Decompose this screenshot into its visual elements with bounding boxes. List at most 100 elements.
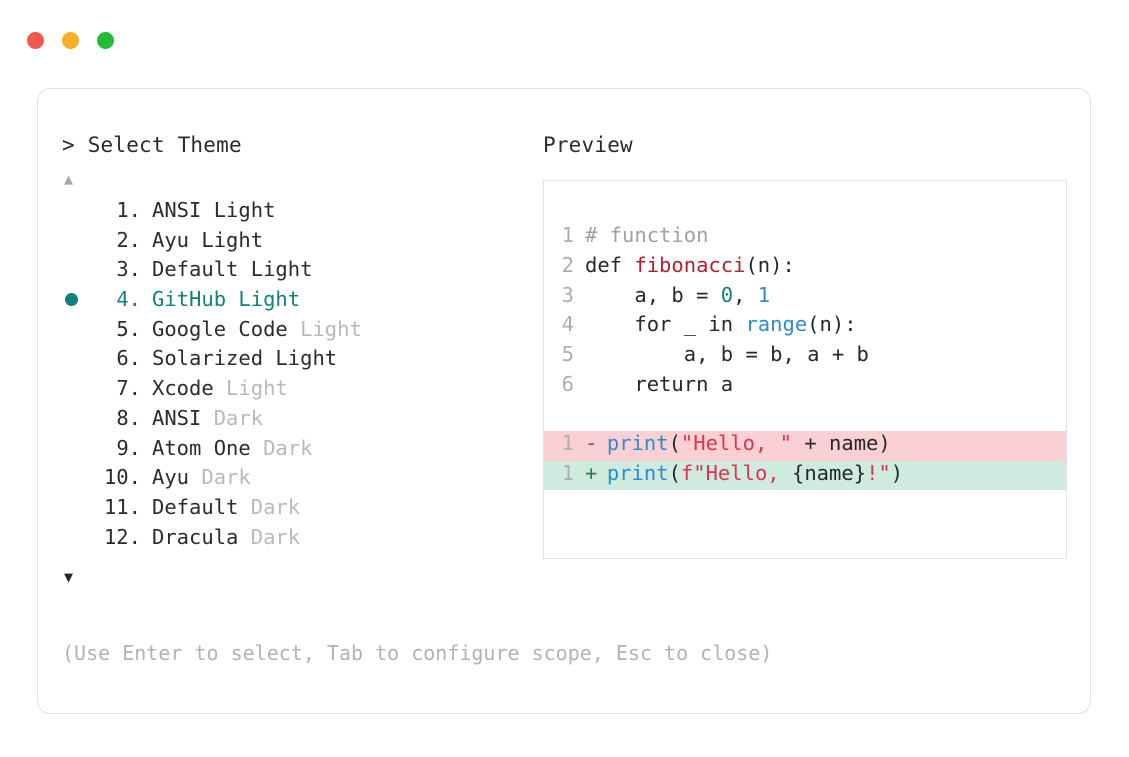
code-token: , — [733, 282, 758, 307]
theme-item-index: 7. — [116, 376, 141, 401]
code-token: (n): — [807, 312, 857, 337]
code-line: 1 # function — [544, 223, 1066, 253]
theme-item-name: Default — [152, 494, 239, 519]
theme-list-item[interactable]: 6. Solarized Light — [62, 346, 532, 376]
code-token: range — [745, 312, 808, 337]
line-number: 2 — [561, 252, 574, 277]
theme-item-name: Xcode — [152, 376, 214, 401]
minimize-button[interactable] — [62, 32, 79, 49]
scroll-up-icon[interactable]: ▲ — [64, 170, 74, 188]
theme-list-item[interactable]: 4. GitHub Light — [62, 287, 532, 317]
diff-sign: - — [585, 430, 598, 455]
code-token: a, b = b, a + b — [585, 342, 869, 367]
theme-item-mode: Dark — [189, 465, 251, 490]
theme-list-item[interactable]: 5. Google Code Light — [62, 317, 532, 347]
theme-item-mode: Light — [201, 198, 276, 222]
preview-title: Preview — [543, 133, 633, 157]
code-line: 4 for _ in range(n): — [544, 312, 1066, 342]
line-number: 5 — [561, 342, 574, 367]
theme-item-index: 8. — [116, 405, 141, 430]
theme-item-index: 5. — [116, 316, 141, 341]
code-token: ( — [668, 460, 681, 485]
theme-chooser: > Select Theme ▲ 1. ANSI Light 2. Ayu Light… — [62, 133, 532, 590]
chooser-title: > Select Theme — [62, 133, 532, 157]
theme-item-mode: Light — [238, 257, 313, 282]
code-token: return a — [585, 371, 734, 396]
theme-item-name: Ayu — [152, 227, 190, 252]
scroll-down-icon[interactable]: ▼ — [64, 568, 74, 587]
line-number: 1 — [561, 460, 574, 485]
theme-item-mode: Dark — [201, 405, 264, 430]
theme-item-name: Solarized — [152, 346, 264, 371]
code-token: "Hello, " — [680, 430, 792, 455]
theme-item-index: 3. — [116, 257, 141, 282]
line-number: 1 — [561, 223, 574, 247]
theme-item-index: 4. — [116, 287, 141, 312]
theme-item-name: Atom One — [152, 435, 251, 460]
theme-item-mode: Dark — [250, 435, 313, 460]
selection-bullet-cell — [62, 293, 95, 307]
theme-list-item[interactable]: 8. ANSI Dark — [62, 406, 532, 436]
theme-item-mode: Light — [226, 287, 301, 312]
code-diff-line: 1+print(f"Hello, {name}!") — [544, 460, 1066, 491]
chooser-title-text: Select Theme — [87, 133, 242, 157]
code-token: def — [585, 252, 635, 277]
theme-item-index: 6. — [116, 346, 141, 371]
theme-item-index: 10. — [103, 465, 141, 490]
theme-item-index: 9. — [116, 435, 141, 460]
theme-list-item[interactable]: 1. ANSI Light — [62, 198, 532, 228]
theme-list-item[interactable]: 11. Default Dark — [62, 495, 532, 525]
code-token: ) — [890, 460, 904, 485]
code-token: 1 — [757, 282, 771, 307]
code-diff-line: 1-print("Hello, " + name) — [544, 430, 1066, 461]
theme-item-name: Google Code — [152, 316, 288, 341]
code-token: f"Hello, — [680, 460, 792, 485]
line-number: 3 — [561, 282, 574, 307]
theme-item-mode: Light — [287, 316, 362, 341]
theme-item-index: 11. — [103, 494, 141, 519]
prompt-symbol: > — [62, 133, 88, 157]
code-line: 3 a, b = 0, 1 — [544, 283, 1066, 313]
code-line: 5 a, b = b, a + b — [544, 342, 1066, 372]
theme-list-item[interactable]: 10. Ayu Dark — [62, 465, 532, 495]
theme-item-name: Ayu — [152, 465, 190, 490]
window-controls — [27, 32, 114, 49]
code-token: 0 — [720, 282, 734, 307]
theme-item-name: ANSI — [152, 198, 202, 222]
code-token: (n): — [745, 252, 795, 277]
code-token: !" — [866, 460, 891, 485]
theme-item-mode: Light — [213, 376, 288, 401]
theme-item-name: Default — [152, 257, 239, 282]
code-line: 6 return a — [544, 372, 1066, 402]
code-token: for _ in — [585, 312, 746, 337]
theme-item-mode: Light — [263, 346, 338, 371]
theme-list-item[interactable]: 12.Dracula Dark — [62, 525, 532, 555]
theme-item-index: 12. — [103, 524, 141, 549]
theme-list-item[interactable]: 9. Atom One Dark — [62, 436, 532, 466]
diff-sign: + — [585, 460, 598, 485]
theme-item-index: 1. — [116, 198, 141, 222]
theme-picker-card: > Select Theme ▲ 1. ANSI Light 2. Ayu Light… — [37, 88, 1091, 714]
code-token: # function — [585, 223, 709, 247]
line-number: 1 — [561, 430, 574, 455]
theme-item-mode: Dark — [238, 494, 301, 519]
keyboard-hint: (Use Enter to select, Tab to configure s… — [62, 641, 773, 665]
selected-bullet-icon — [65, 293, 78, 307]
close-button[interactable] — [27, 32, 44, 49]
theme-list-item[interactable]: 7. Xcode Light — [62, 376, 532, 406]
theme-item-mode: Dark — [238, 524, 301, 549]
code-token: a, b = — [585, 282, 721, 307]
code-spacer — [544, 402, 1066, 431]
theme-item-name: GitHub — [152, 287, 227, 312]
maximize-button[interactable] — [97, 32, 114, 49]
theme-list-item[interactable]: 3. Default Light — [62, 257, 532, 287]
theme-item-name: ANSI — [152, 405, 202, 430]
code-token: print — [606, 460, 669, 485]
theme-list-item[interactable]: 2.Ayu Light — [62, 228, 532, 258]
code-token: ( — [668, 430, 681, 455]
theme-item-index: 2. — [116, 227, 141, 252]
